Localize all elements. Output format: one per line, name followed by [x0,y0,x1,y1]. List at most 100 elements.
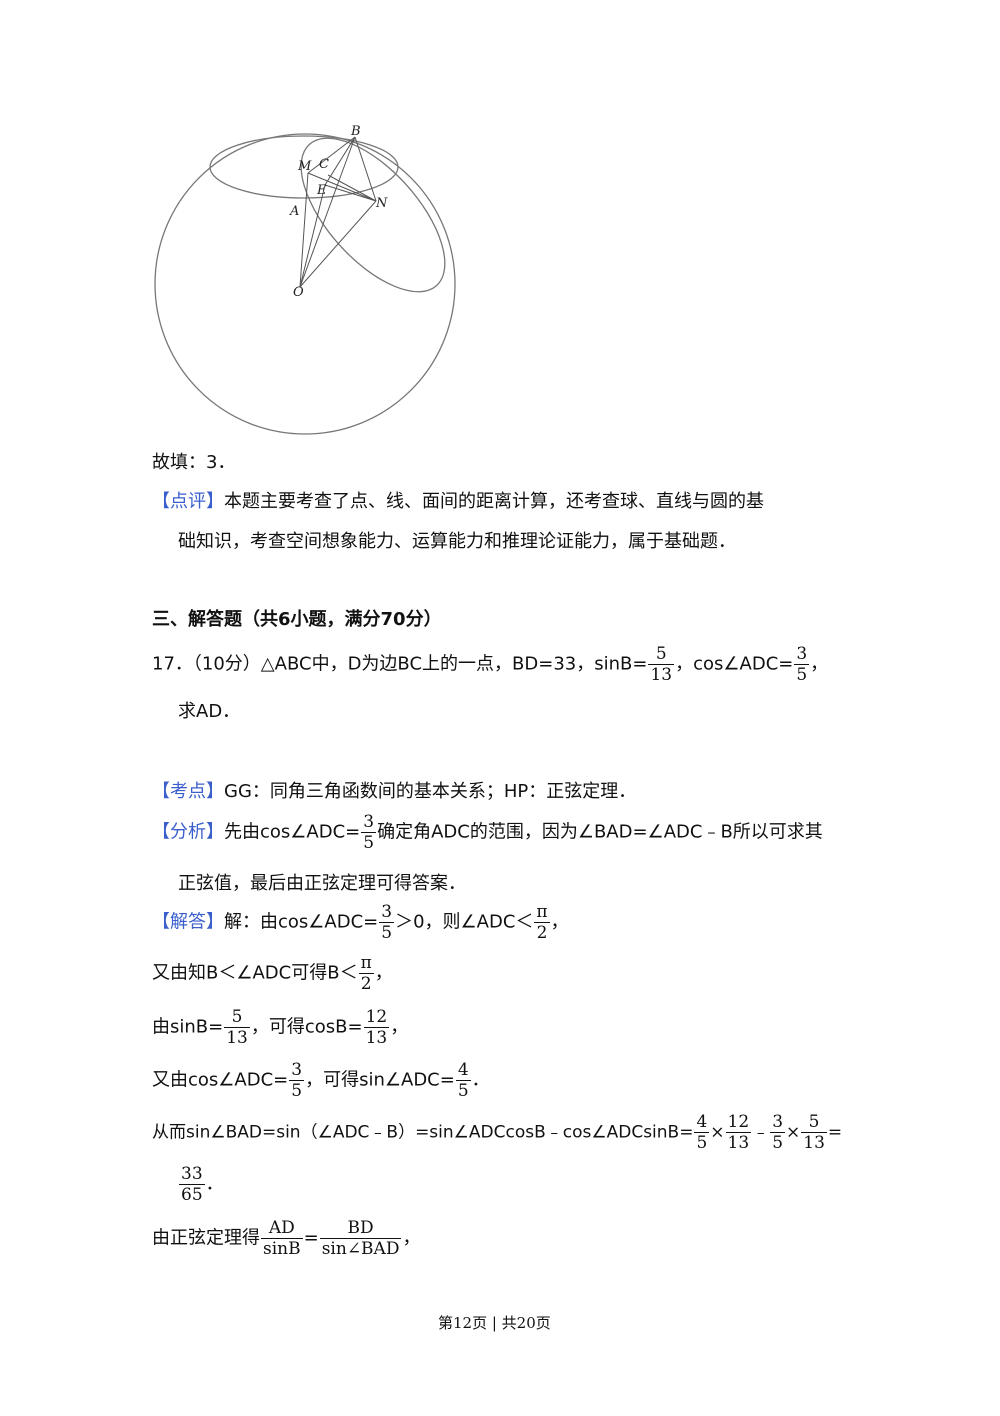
review-text-1: 本题主要考查了点、线、面间的距离计算，还考查球、直线与圆的基 [224,491,764,512]
label-a: A [289,204,299,219]
numerator: 3 [379,902,395,923]
denominator: sin∠BAD [321,1239,400,1259]
numerator: 3 [361,812,377,833]
jieda-l1-post: ， [550,911,569,933]
jieda-l4-mid: ，可得sin∠ADC= [305,1069,455,1091]
denominator: 5 [457,1081,469,1101]
q17-mid: ，cos∠ADC= [675,653,794,675]
tilted-circle [300,137,446,293]
denominator: 5 [796,665,808,685]
review-tag: 【点评】 [152,491,224,512]
review-line-1: 【点评】本题主要考查了点、线、面间的距离计算，还考查球、直线与圆的基 [152,487,764,513]
denominator: 13 [650,665,673,685]
fenxi-post: 确定角ADC的范围，因为∠BAD=∠ADC﹣B所以可求其 [377,821,823,843]
times-sign: × [710,1122,725,1143]
segment-oe [299,184,326,288]
label-e: E [316,183,327,198]
segment-cn [327,174,377,202]
segment-bn [354,136,377,202]
label-m: M [297,159,312,174]
page-footer: 第12页 | 共20页 [438,1314,551,1332]
review-line-2: 础知识，考查空间想象能力、运算能力和推理论证能力，属于基础题． [178,531,736,552]
jieda-l5-pre: 从而sin∠BAD=sin（∠ADC﹣B）=sin∠ADCcosB﹣cos∠AD… [152,1122,694,1143]
numerator: 5 [648,644,675,665]
denominator: 5 [772,1133,784,1153]
fenxi-tag: 【分析】 [152,821,224,843]
equals-sign: = [303,1227,319,1249]
segment-ob [299,136,356,288]
answer-fill: 故填：3． [152,452,236,473]
denominator: 13 [727,1133,750,1153]
denominator: 65 [181,1185,203,1205]
kaodian-tag: 【考点】 [152,781,224,802]
jieda-l3-post: ， [390,1016,409,1038]
numerator: 12 [363,1007,390,1028]
denominator: 2 [360,974,372,994]
label-b: B [350,124,361,139]
numerator: 33 [179,1164,205,1185]
jieda-tag: 【解答】 [152,911,224,933]
times-sign: × [786,1122,801,1143]
kaodian-text: GG：同角三角函数间的基本关系；HP：正弦定理． [224,781,637,802]
jieda-l3-pre: 由sinB= [152,1016,224,1038]
denominator: 5 [363,833,375,853]
segment-on [299,200,377,288]
denominator: 13 [803,1133,825,1153]
label-c: C [319,157,329,172]
denominator: 13 [226,1028,248,1048]
jieda-l2-post: ， [374,962,393,984]
jieda-l1-mid: ＞0，则∠ADC＜ [395,911,534,933]
denominator: 5 [381,923,393,943]
numerator: AD [261,1218,303,1239]
jieda-l3-mid: ，可得cosB= [250,1016,363,1038]
numerator: 3 [794,644,810,665]
top-circle [209,135,399,199]
denominator: 2 [536,923,548,943]
q17-line-2: 求AD． [178,701,241,722]
jieda-l7-post: ， [402,1227,421,1249]
fenxi-line-2: 正弦值，最后由正弦定理可得答案． [178,873,466,894]
equals-sign: = [827,1122,843,1143]
numerator: 5 [801,1112,827,1133]
fenxi-pre: 先由cos∠ADC= [224,821,361,843]
denominator: sinB [263,1239,301,1259]
jieda-line-5: 从而sin∠BAD=sin（∠ADC﹣B）=sin∠ADCcosB﹣cos∠AD… [152,1112,842,1153]
jieda-l4-post: ． [471,1069,490,1091]
denominator: 5 [291,1081,303,1101]
segment-mn [307,172,377,202]
segment-en [324,184,377,202]
minus-sign: ﹣ [752,1122,770,1143]
numerator: 12 [725,1112,752,1133]
sphere-figure: B M C E N A O [154,124,456,435]
jieda-l4-pre: 又由cos∠ADC= [152,1069,289,1091]
segment-be [324,136,356,186]
numerator: π [534,902,550,923]
kaodian-line: 【考点】GG：同角三角函数间的基本关系；HP：正弦定理． [152,777,636,803]
label-o: O [293,285,304,300]
numerator: 3 [289,1060,305,1081]
numerator: 4 [694,1112,710,1133]
label-n: N [375,196,388,211]
segment-oa [299,172,309,288]
numerator: π [358,953,374,974]
